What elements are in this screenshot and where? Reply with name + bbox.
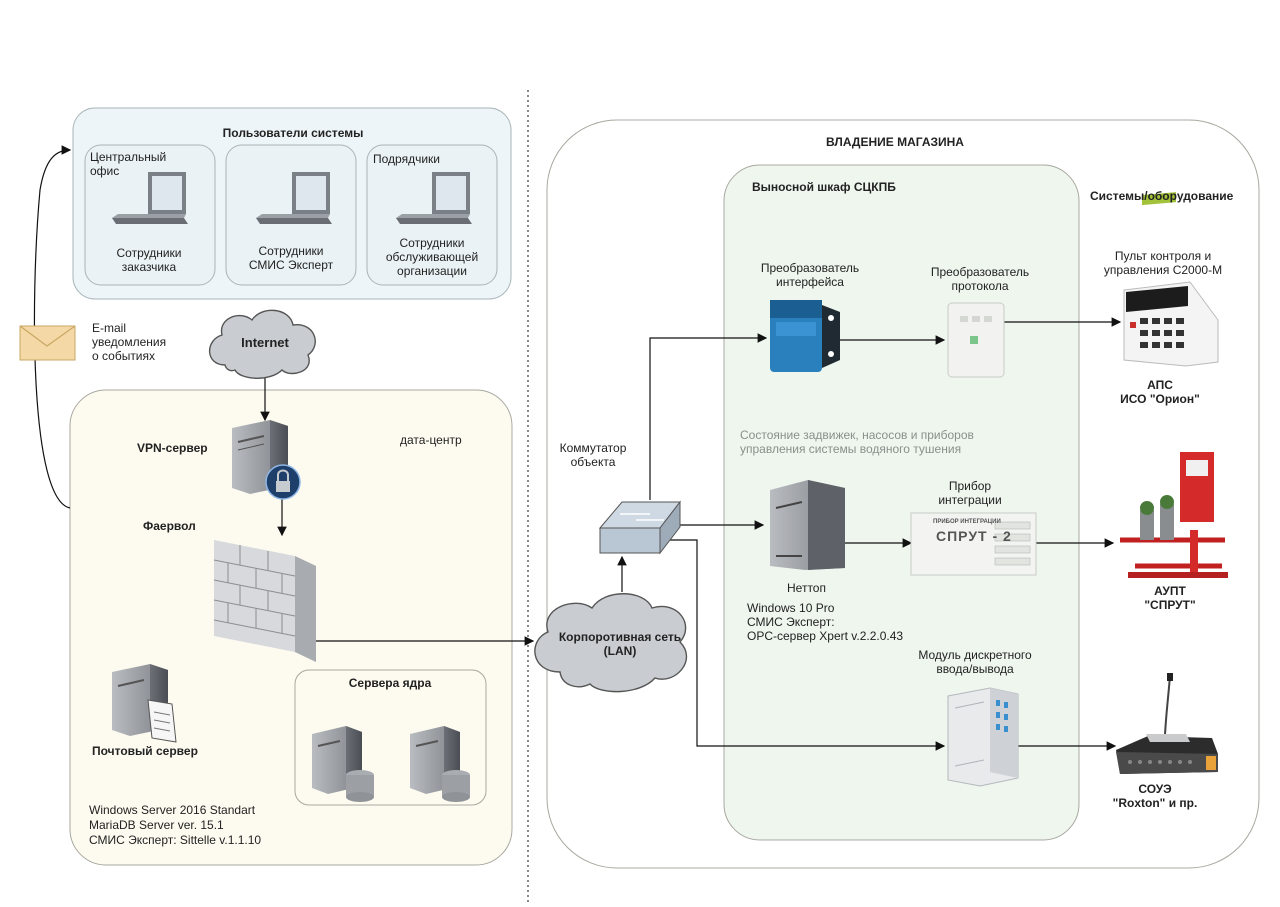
switch-discrete-arrow: [666, 539, 946, 751]
contractors-label: Подрядчики: [373, 152, 440, 166]
switch-iface-arrow: [649, 333, 768, 500]
vpn-server-label: VPN-сервер: [137, 441, 208, 455]
store-title: ВЛАДЕНИЕ МАГАЗИНА: [826, 135, 964, 149]
employees-customer-label: Сотрудники заказчика: [116, 246, 182, 274]
control-panel-label: Пульт контроля и управления С2000-М: [1103, 249, 1223, 277]
core-servers-label: Сервера ядра: [348, 676, 432, 690]
interface-converter-icon: [770, 300, 840, 372]
discrete-module-icon: [947, 687, 1019, 787]
aupt-label: АУПТ "СПРУТ": [1144, 584, 1196, 612]
envelope-icon: [19, 325, 76, 361]
pump-station-icon: [1120, 452, 1228, 578]
control-panel-icon: [1123, 192, 1219, 367]
internet-cloud-icon: [208, 309, 316, 379]
laptop-icon: [112, 172, 188, 224]
discrete-module-label: Модуль дискретного ввода/вывода: [918, 648, 1032, 676]
nettop-software-label: Windows 10 Pro СМИС Эксперт: OPC-сервер …: [747, 601, 904, 643]
core-server-icon: [410, 726, 470, 802]
core-server-icon: [312, 726, 374, 802]
nettop-icon: [770, 480, 845, 570]
sprut-panel-title: ПРИБОР ИНТЕГРАЦИИ: [933, 519, 1001, 525]
integration-label: Прибор интеграции: [938, 479, 1002, 507]
mail-server-icon: [112, 664, 177, 743]
switch-label: Коммутатор объекта: [559, 441, 627, 469]
soue-amplifier-icon: [1116, 673, 1218, 774]
lan-label: Корпоротивная сеть (LAN): [558, 630, 682, 658]
cabinet-title: Выносной шкаф СЦКПБ: [752, 180, 896, 194]
firewall-label: Фаервол: [143, 519, 196, 533]
central-office-label: Центральный офис: [90, 150, 167, 178]
nettop-label: Неттоп: [787, 581, 826, 595]
state-note-label: Состояние задвижек, насосов и приборов у…: [740, 428, 974, 456]
internet-label: Internet: [241, 335, 289, 350]
mail-server-label: Почтовый сервер: [92, 744, 198, 758]
employees-smis-label: Сотрудники СМИС Эксперт: [248, 244, 334, 272]
email-arrow: [33, 145, 72, 509]
lock-icon: [265, 464, 301, 500]
switch-icon: [598, 500, 682, 555]
datacenter-label: дата-центр: [400, 433, 462, 447]
interface-converter-label: Преобразователь интерфейса: [760, 261, 860, 289]
email-notifications-label: E-mail уведомления о событиях: [92, 321, 167, 363]
protocol-converter-label: Преобразователь протокола: [930, 265, 1030, 293]
datacenter-software-label: Windows Server 2016 Standart MariaDB Ser…: [89, 803, 262, 847]
soue-label: СОУЭ "Roxton" и пр.: [1112, 782, 1198, 810]
laptop-icon: [396, 172, 472, 224]
firewall-icon: [213, 540, 316, 662]
employees-service-label: Сотрудники обслуживающей организации: [385, 236, 479, 278]
systems-title: Системы/оборудование: [1090, 189, 1234, 203]
sprut-panel-name: СПРУТ - 2: [936, 528, 1012, 544]
users-title: Пользователи системы: [222, 126, 364, 140]
aps-label: АПС ИСО "Орион": [1120, 378, 1200, 406]
lan-cloud-icon: [534, 593, 688, 693]
integration-device-icon: [910, 512, 1037, 576]
laptop-icon: [256, 172, 332, 224]
protocol-converter-icon: [947, 302, 1005, 378]
